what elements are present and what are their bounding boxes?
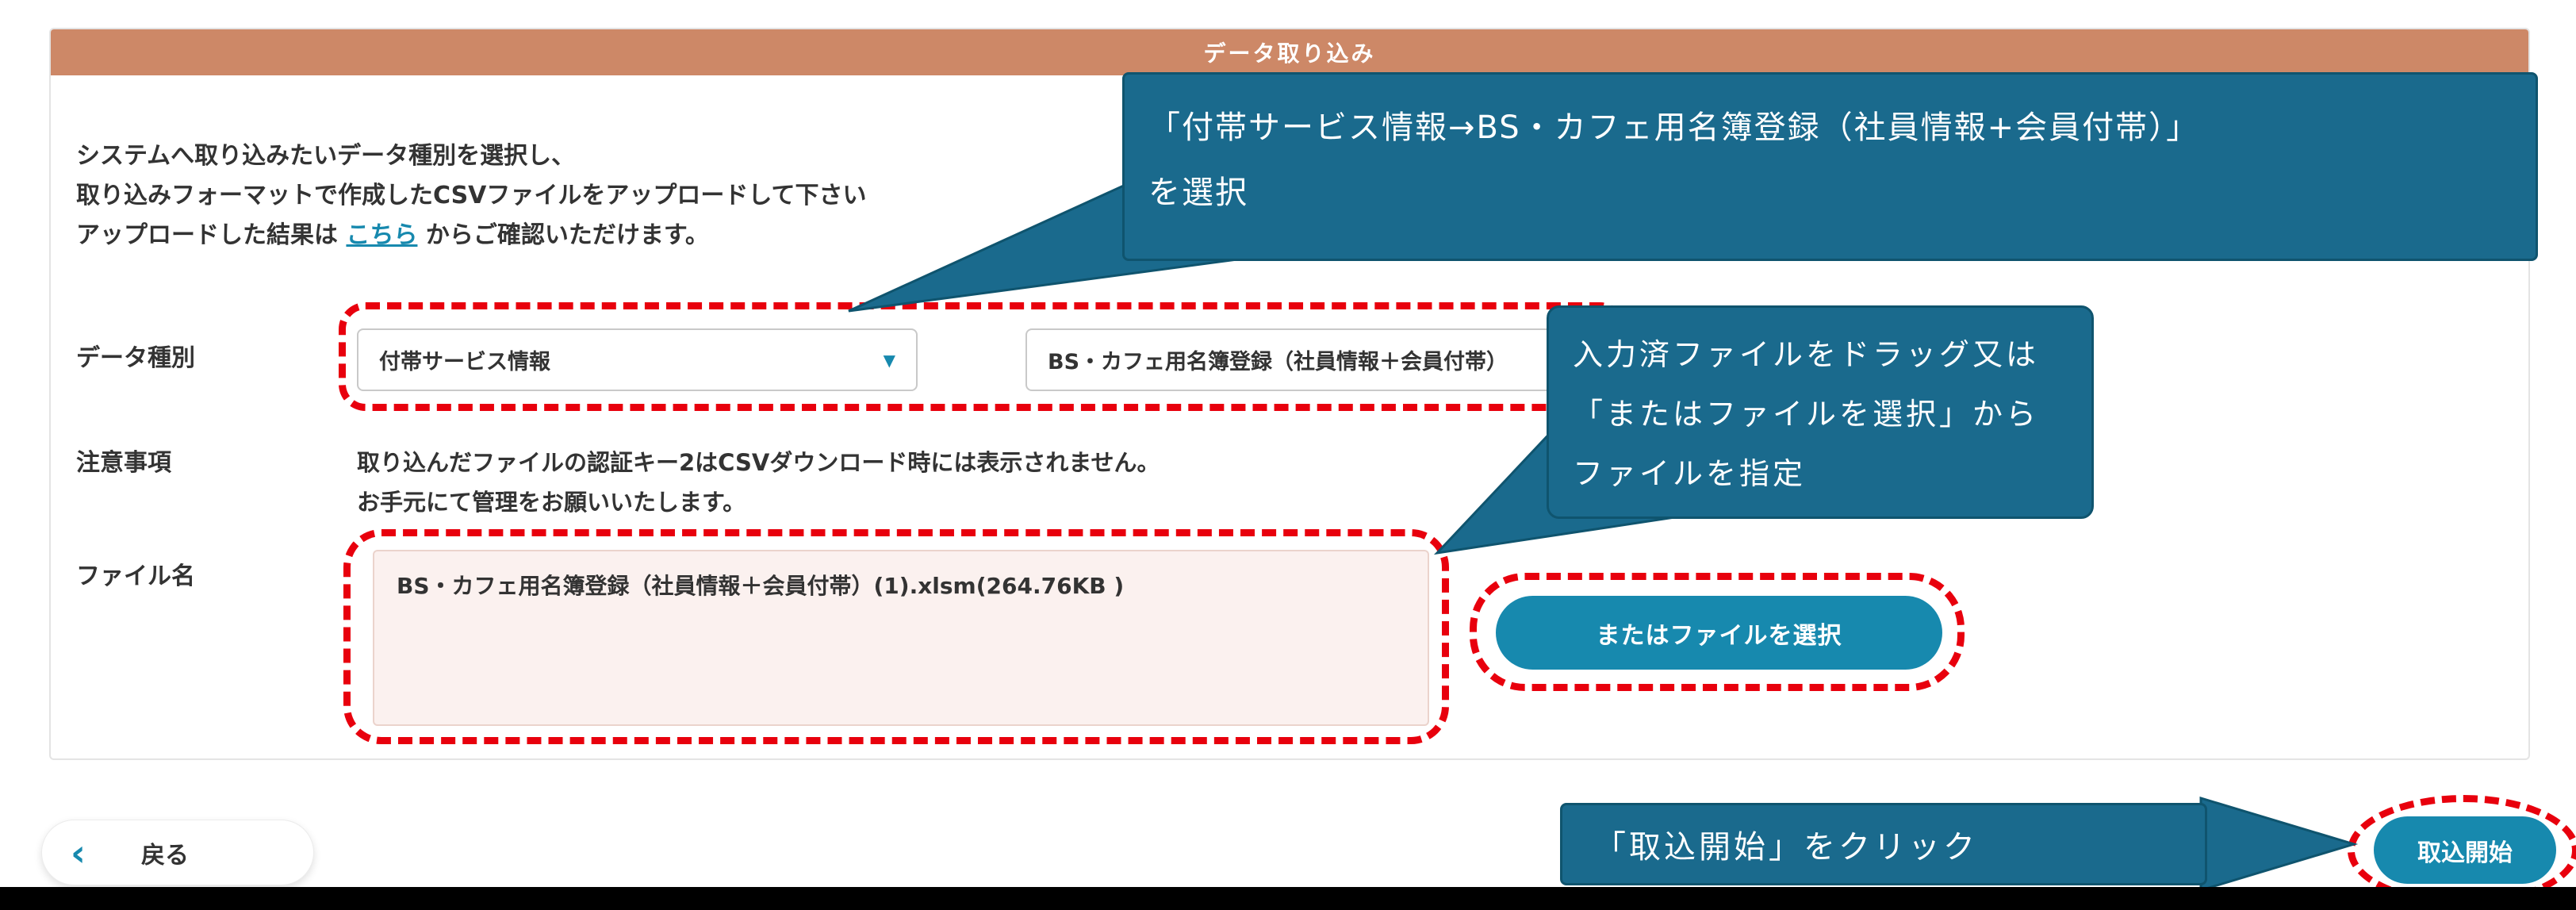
data-type-label: データ種別	[76, 344, 195, 372]
instruction-line-3-prefix: アップロードした結果は	[76, 221, 347, 249]
selected-file-name: BS・カフェ用名簿登録（社員情報＋会員付帯）(1).xlsm(264.76KB …	[397, 573, 1125, 599]
data-type-category-select[interactable]: 付帯サービス情報 ▼	[357, 328, 918, 391]
callout-file-instruction: 入力済ファイルをドラッグ又は 「またはファイルを選択」から ファイルを指定	[1547, 305, 2094, 519]
data-type-format-value: BS・カフェ用名簿登録（社員情報＋会員付帯）	[1048, 350, 1508, 374]
callout-start-text: 「取込開始」をクリック	[1594, 829, 1978, 866]
callout-file-line-3: ファイルを指定	[1573, 456, 1807, 491]
data-type-category-value: 付帯サービス情報	[379, 350, 550, 374]
callout-file-line-2: 「またはファイルを選択」から	[1573, 397, 2040, 432]
dropdown-arrow-icon: ▼	[883, 350, 895, 370]
back-button-label: 戻る	[140, 841, 189, 870]
notes-text: 取り込んだファイルの認証キー2はCSVダウンロード時には表示されません。 お手元…	[357, 443, 1160, 522]
instruction-line-2: 取り込みフォーマットで作成したCSVファイルをアップロードして下さい	[76, 182, 867, 209]
notes-line-1: 取り込んだファイルの認証キー2はCSVダウンロード時には表示されません。	[357, 449, 1160, 476]
callout-start-instruction: 「取込開始」をクリック	[1560, 803, 2207, 885]
panel-header: データ取り込み	[51, 29, 2528, 75]
callout-select-line-1: 「付帯サービス情報→BS・カフェ用名簿登録（社員情報+会員付帯）」	[1148, 109, 2200, 146]
callout-file-line-1: 入力済ファイルをドラッグ又は	[1573, 337, 2040, 372]
data-type-format-select[interactable]: BS・カフェ用名簿登録（社員情報＋会員付帯） ▼	[1025, 328, 1586, 391]
notes-label: 注意事項	[76, 449, 171, 477]
select-file-button[interactable]: またはファイルを選択	[1496, 596, 1942, 670]
file-name-label: ファイル名	[76, 563, 195, 590]
results-link[interactable]: こちら	[346, 221, 418, 249]
instructions-block: システムへ取り込みたいデータ種別を選択し、 取り込みフォーマットで作成したCSV…	[76, 136, 867, 255]
bottom-black-bar	[0, 887, 2576, 910]
callout-select-instruction: 「付帯サービス情報→BS・カフェ用名簿登録（社員情報+会員付帯）」 を選択	[1122, 72, 2538, 261]
start-import-button[interactable]: 取込開始	[2374, 816, 2556, 884]
instruction-line-3: アップロードした結果は こちら からご確認いただけます。	[76, 216, 867, 255]
callout-select-line-2: を選択	[1148, 175, 1248, 211]
notes-line-2: お手元にて管理をお願いいたします。	[357, 489, 746, 516]
instruction-line-1: システムへ取り込みたいデータ種別を選択し、	[76, 142, 576, 170]
file-drop-area[interactable]: BS・カフェ用名簿登録（社員情報＋会員付帯）(1).xlsm(264.76KB …	[373, 550, 1429, 726]
back-button[interactable]: ‹ 戻る	[41, 820, 314, 885]
page-title: データ取り込み	[1203, 40, 1376, 67]
chevron-left-icon: ‹	[71, 831, 86, 874]
instruction-line-3-suffix: からご確認いただけます。	[417, 221, 709, 249]
callout-start-arrow	[2199, 796, 2359, 893]
